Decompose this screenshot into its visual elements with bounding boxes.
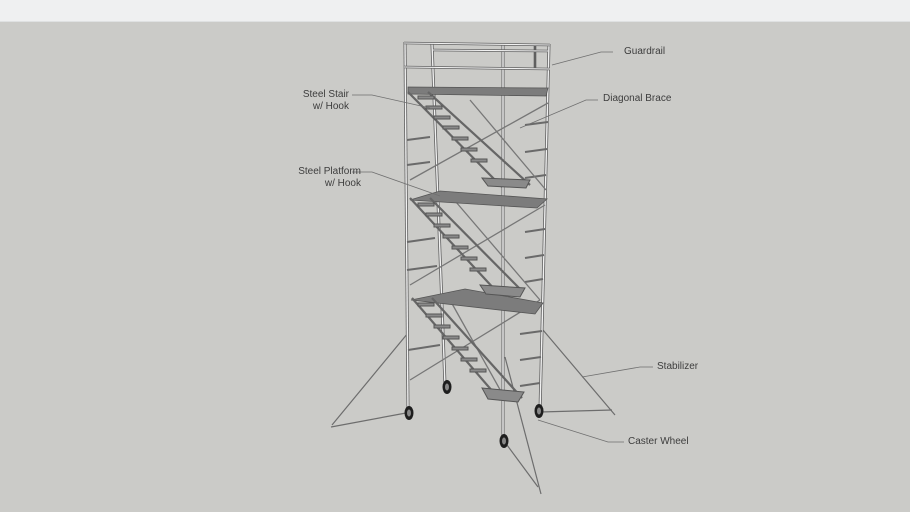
- label-steel-platform: Steel Platform w/ Hook: [280, 166, 361, 190]
- steel-stairs: [407, 91, 531, 403]
- label-steel-stair: Steel Stair w/ Hook: [290, 89, 349, 113]
- caster-wheels: [404, 380, 544, 448]
- leader-lines: [352, 51, 653, 443]
- label-steel-stair-line1: Steel Stair: [302, 89, 349, 100]
- label-guardrail: Guardrail: [624, 46, 666, 57]
- stabilizer-group: [330, 329, 616, 495]
- top-toolbar: [0, 0, 910, 22]
- label-steel-platform-line2: w/ Hook: [324, 178, 361, 189]
- label-steel-stair-line2: w/ Hook: [312, 101, 349, 112]
- label-stabilizer: Stabilizer: [657, 361, 699, 372]
- diagram-canvas: Guardrail Diagonal Brace Steel Stair w/ …: [0, 22, 910, 512]
- scaffold-illustration: [330, 41, 653, 495]
- label-caster-wheel: Caster Wheel: [628, 436, 689, 447]
- horizontal-rungs: [406, 121, 549, 387]
- steel-platforms: [407, 86, 549, 315]
- guardrail: [403, 41, 551, 71]
- label-steel-platform-line1: Steel Platform: [298, 166, 361, 177]
- label-diagonal-brace: Diagonal Brace: [603, 93, 672, 104]
- diagonal-braces: [409, 99, 549, 396]
